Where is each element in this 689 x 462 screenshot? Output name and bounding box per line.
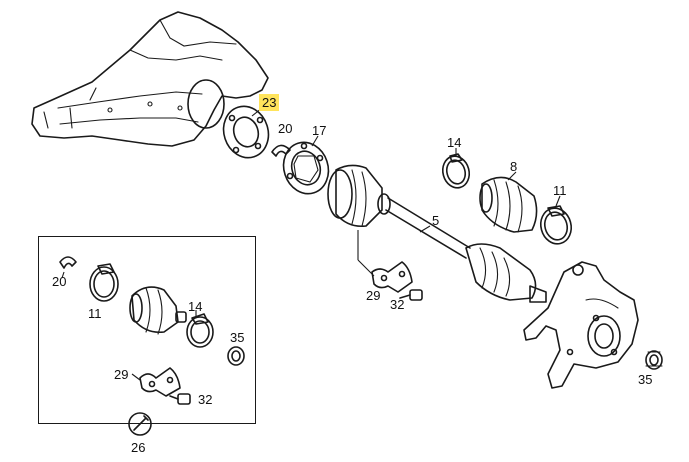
box-part-11-clamp <box>89 263 119 302</box>
callout-11-top: 11 <box>553 183 567 198</box>
callout-20-top: 20 <box>278 121 293 136</box>
callout-11-box: 11 <box>88 306 102 321</box>
steering-knuckle <box>523 261 639 389</box>
part-17-cv-joint <box>282 141 330 195</box>
repair-kit-box <box>38 236 256 424</box>
part-26-repair-kit-icon <box>128 412 152 436</box>
box-part-32-bolt <box>169 393 191 405</box>
callout-23: 23 <box>259 94 280 111</box>
callout-35-box: 35 <box>230 330 245 345</box>
callout-5: 5 <box>432 213 440 228</box>
part-14-clamp <box>441 153 471 189</box>
callout-8: 8 <box>510 159 518 174</box>
box-part-20-circlip <box>59 256 77 269</box>
box-part-14-clamp <box>186 313 214 348</box>
callout-32-top: 32 <box>390 297 405 312</box>
callout-29-box: 29 <box>114 367 129 382</box>
callout-20-box: 20 <box>52 274 67 289</box>
callout-26: 26 <box>131 440 146 455</box>
differential-housing <box>31 11 269 147</box>
part-32-bolt <box>399 289 423 301</box>
callout-35-right: 35 <box>638 372 653 387</box>
box-part-29-lock-plate <box>139 367 181 397</box>
part-29-lock-plate <box>371 261 413 293</box>
part-11-clamp <box>539 205 573 245</box>
part-35-nut <box>645 350 663 370</box>
box-part-35-nut <box>227 346 245 366</box>
part-5-axle-shaft <box>327 164 547 303</box>
callout-32-box: 32 <box>198 392 213 407</box>
callout-17: 17 <box>312 123 327 138</box>
callout-14-box: 14 <box>188 299 203 314</box>
callout-14-top: 14 <box>447 135 462 150</box>
part-23-flange <box>222 105 270 159</box>
box-part-8-boot <box>129 286 187 335</box>
callout-29-top: 29 <box>366 288 381 303</box>
part-8-boot <box>479 176 538 233</box>
